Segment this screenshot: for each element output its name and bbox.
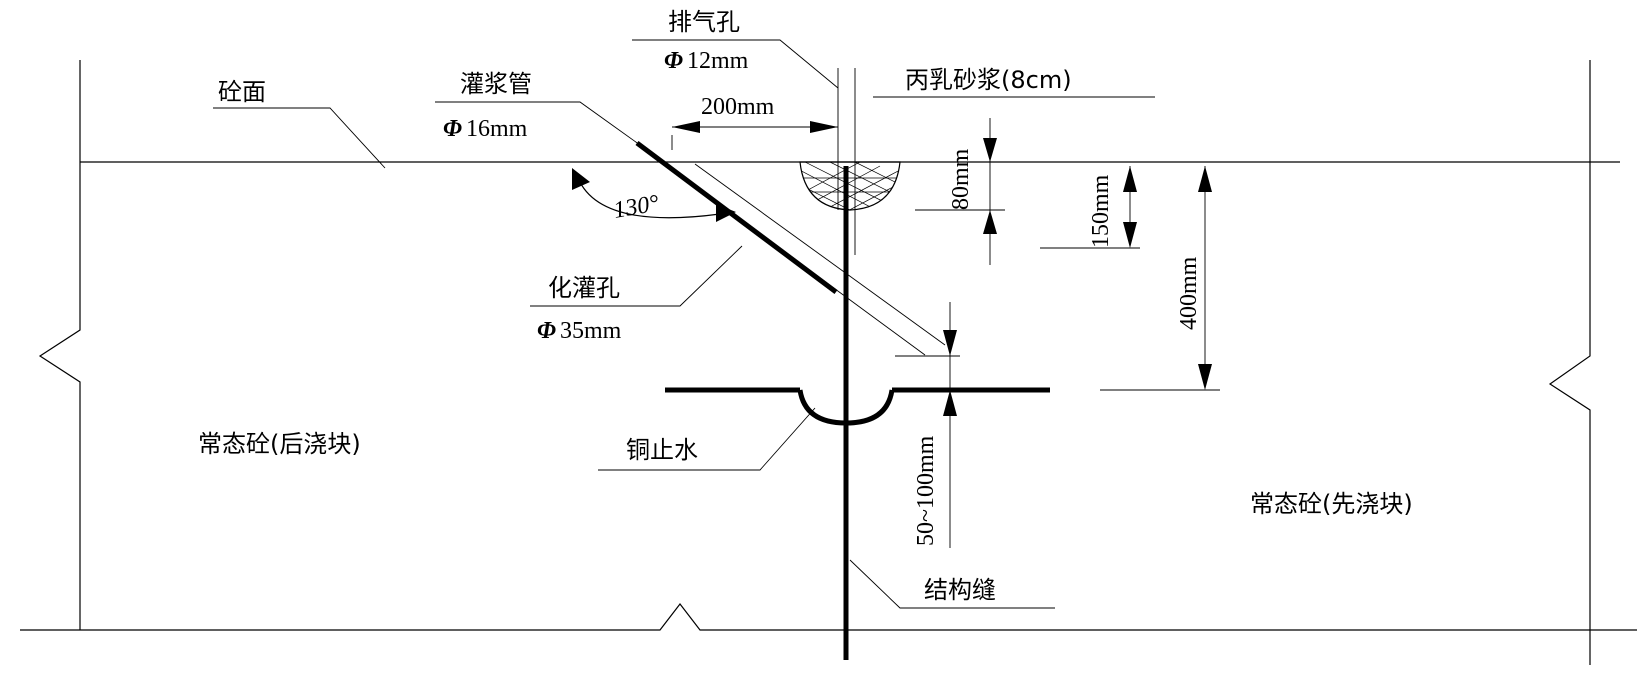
leader-concrete-surface: [213, 107, 386, 169]
phi-symbol: Φ: [537, 318, 556, 344]
label-grout-hole-dia: 35mm: [560, 318, 622, 344]
right-break-edge: [1548, 60, 1591, 665]
dim-80mm: [860, 118, 1040, 265]
label-dim-80: 80mm: [948, 148, 974, 210]
phi-symbol: Φ: [664, 48, 683, 74]
dim-150mm: [1040, 161, 1150, 249]
label-structural-joint: 结构缝: [924, 576, 996, 604]
left-break-edge: [38, 60, 81, 630]
phi-symbol: Φ: [443, 116, 462, 142]
dim-400mm: [1100, 166, 1220, 391]
label-dim-50-100: 50~100mm: [913, 435, 939, 546]
label-exhaust-hole-dia: 12mm: [687, 48, 749, 74]
label-later-block: 常态砼(后浇块): [198, 430, 361, 458]
label-angle: 130°: [612, 190, 662, 224]
label-dim-200: 200mm: [701, 94, 775, 120]
label-grout-hole: 化灌孔: [548, 274, 620, 302]
grout-pipe: [635, 140, 838, 295]
leader-structural-joint: [849, 559, 1055, 609]
label-concrete-surface: 砼面: [218, 78, 266, 106]
copper-waterstop: [665, 387, 1050, 426]
label-grout-pipe-dia: 16mm: [466, 116, 528, 142]
leader-grout-hole: [530, 245, 743, 307]
bottom-edge-left: [20, 603, 840, 631]
label-dim-150: 150mm: [1088, 174, 1114, 248]
label-mortar: 丙乳砂浆(8cm): [905, 66, 1072, 94]
leader-lines: [213, 39, 1155, 609]
label-earlier-block: 常态砼(先浇块): [1250, 490, 1413, 518]
label-exhaust-hole: 排气孔: [668, 8, 740, 36]
label-dim-400: 400mm: [1176, 256, 1202, 330]
dim-50-100mm: [895, 302, 960, 548]
dim-200mm: [671, 121, 838, 150]
label-grout-pipe: 灌浆管: [460, 70, 532, 98]
leader-copper-waterstop: [598, 407, 816, 471]
leader-exhaust-hole: [632, 39, 839, 89]
leader-grout-pipe: [435, 101, 641, 146]
label-copper-waterstop: 铜止水: [626, 436, 698, 464]
angle-marker: [572, 168, 736, 222]
concrete-outline: [20, 60, 1637, 665]
